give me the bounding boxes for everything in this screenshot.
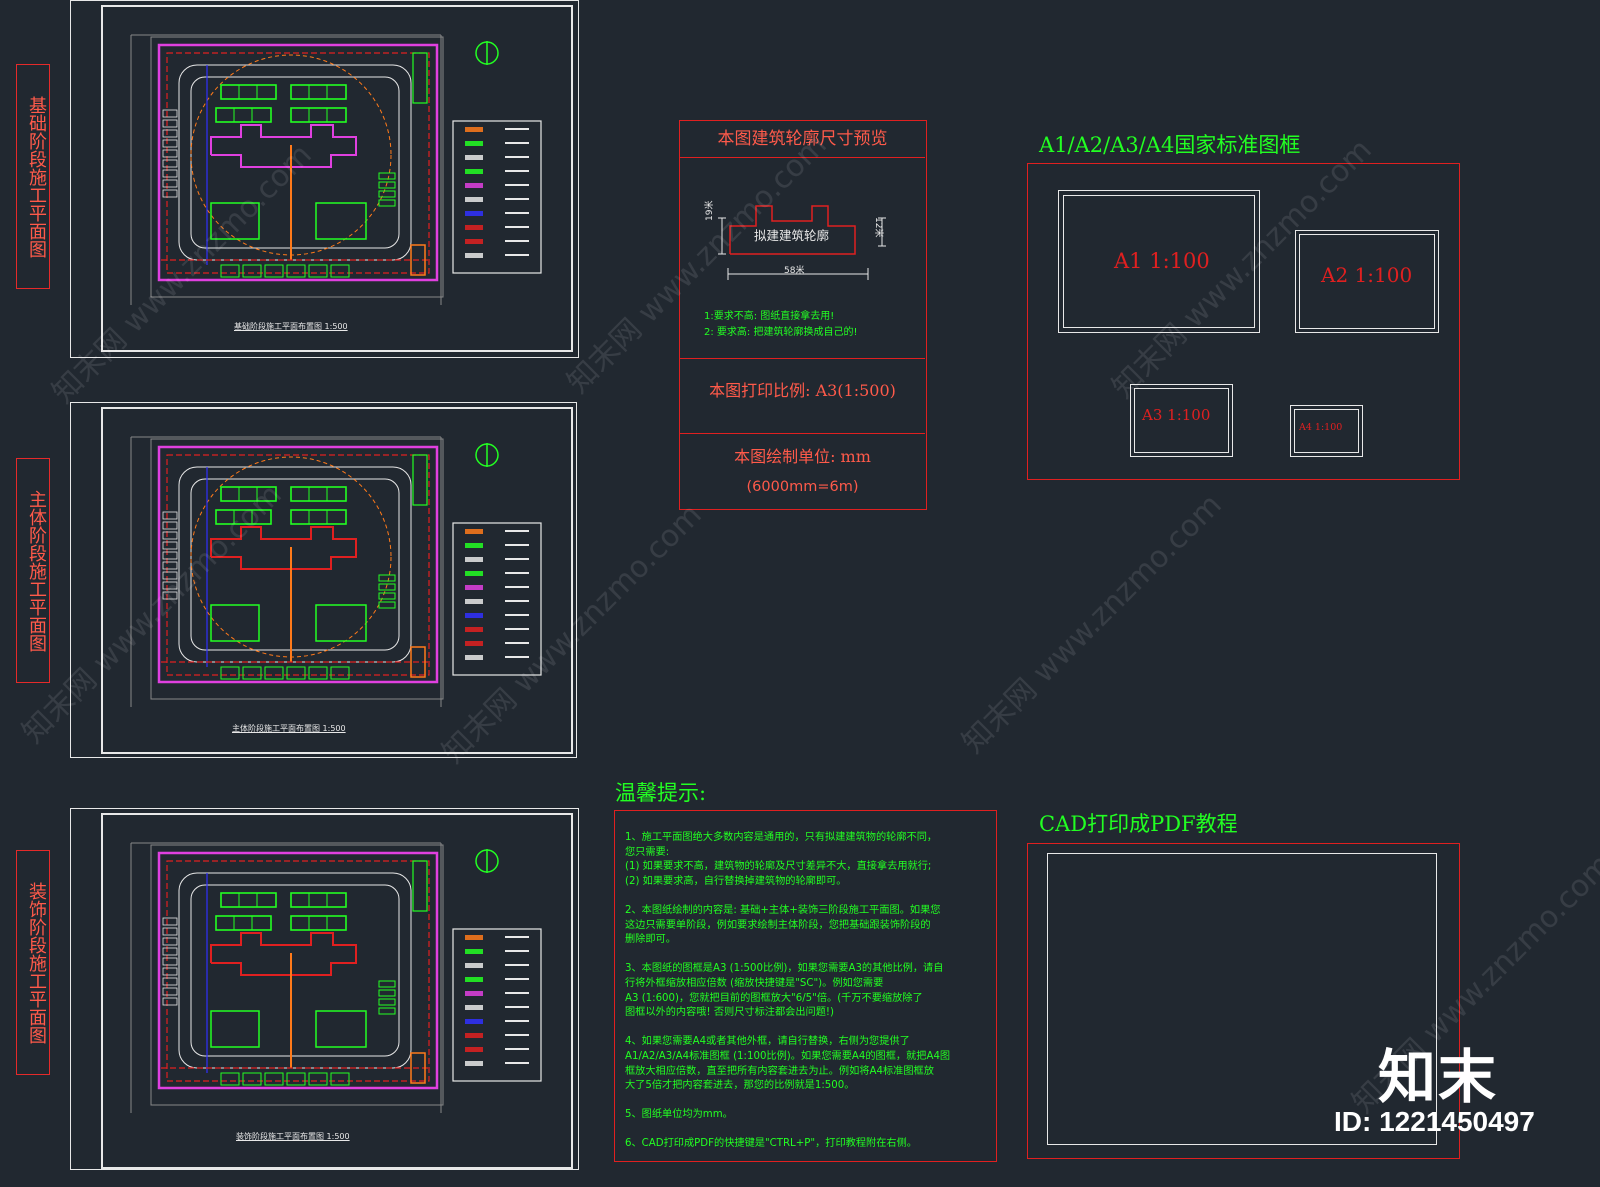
- frame-a4-label: A4 1:100: [1299, 422, 1343, 433]
- dim-right: 12米: [873, 217, 883, 238]
- pdf-tutorial-panel: [1027, 843, 1460, 1159]
- site-plan-structure: [130, 436, 542, 707]
- pdf-tutorial-frame: [1047, 853, 1437, 1145]
- frame-a4: A4 1:100: [1290, 405, 1363, 457]
- outline-label: 拟建建筑轮廓: [754, 228, 830, 243]
- standard-frames-title: A1/A2/A3/A4国家标准图框: [1039, 133, 1301, 157]
- stage-label-foundation: 基础阶段施工平面图: [16, 64, 50, 289]
- tips-panel: 1、施工平面图绝大多数内容是通用的，只有拟建建筑物的轮廓不同， 您只需要: (1…: [614, 810, 997, 1162]
- frame-a2-label: A2 1:100: [1321, 263, 1413, 287]
- frame-a2: A2 1:100: [1295, 230, 1439, 333]
- tips-body: 1、施工平面图绝大多数内容是通用的，只有拟建建筑物的轮廓不同， 您只需要: (1…: [625, 832, 951, 1150]
- outline-preview-panel: 本图建筑轮廓尺寸预览 拟建建筑轮廓 58米 19米 12米 1:要求不高: 图纸…: [679, 120, 927, 510]
- brand-logo: 知末: [1378, 1043, 1499, 1111]
- dim-left: 19米: [705, 200, 715, 221]
- standard-frames-panel: A1 1:100 A2 1:100 A3 1:100 A4 1:100: [1027, 163, 1460, 480]
- site-plan-decoration: [130, 842, 542, 1113]
- plan-caption: 基础阶段施工平面布置图 1:500: [234, 322, 348, 331]
- drawing-unit-note: (6000mm=6m): [746, 479, 859, 495]
- frame-a1: A1 1:100: [1058, 190, 1260, 333]
- pdf-tutorial-title: CAD打印成PDF教程: [1039, 812, 1238, 836]
- dim-width: 58米: [784, 266, 805, 276]
- watermark: 知末网 www.znzmo.com: [955, 487, 1229, 761]
- frame-a3: A3 1:100: [1130, 384, 1233, 457]
- preview-title: 本图建筑轮廓尺寸预览: [680, 121, 925, 158]
- brand-id: ID: 1221450497: [1334, 1106, 1535, 1137]
- drawing-unit: 本图绘制单位: mm: [734, 447, 871, 466]
- frame-a3-label: A3 1:100: [1142, 406, 1211, 424]
- stage-label-structure: 主体阶段施工平面图: [16, 458, 50, 683]
- plan-caption: 装饰阶段施工平面布置图 1:500: [236, 1132, 350, 1141]
- site-plan-foundation: [130, 34, 542, 305]
- stage-label-decoration: 装饰阶段施工平面图: [16, 850, 50, 1075]
- print-scale: 本图打印比例: A3(1:500): [709, 381, 896, 400]
- note-low-requirement: 1:要求不高: 图纸直接拿去用!: [704, 311, 835, 322]
- frame-a1-label: A1 1:100: [1114, 249, 1210, 273]
- building-outline-diagram: [718, 205, 886, 280]
- plan-caption: 主体阶段施工平面布置图 1:500: [232, 724, 346, 733]
- tips-title: 温馨提示:: [615, 781, 707, 805]
- note-high-requirement: 2: 要求高: 把建筑轮廓换成自己的!: [704, 327, 858, 338]
